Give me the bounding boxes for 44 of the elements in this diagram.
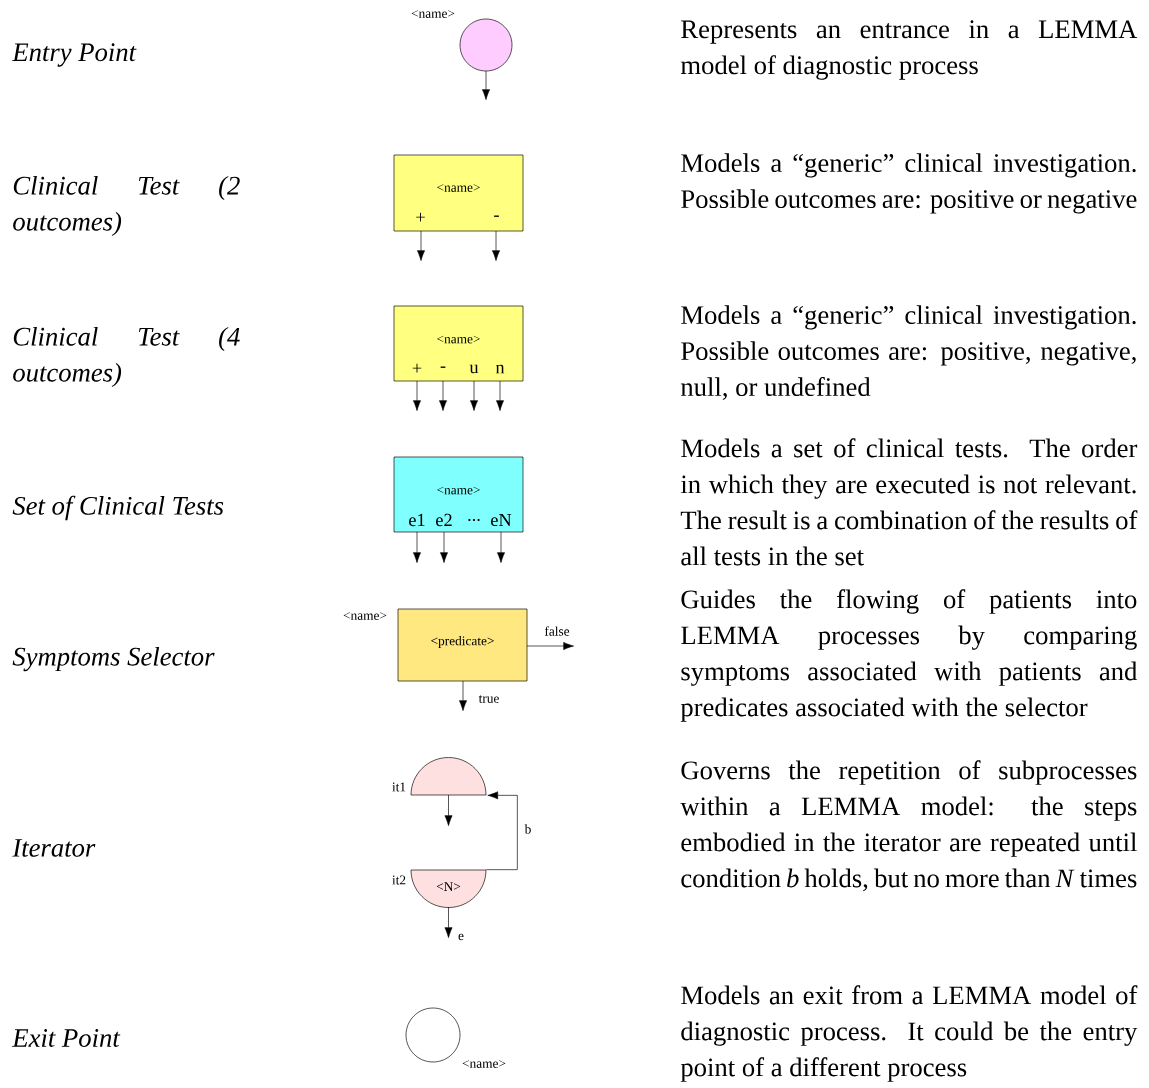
row-title: Iterator — [12, 839, 96, 857]
name-label: <name> — [462, 1060, 506, 1068]
arrow — [486, 791, 518, 870]
name-label: <name> — [411, 10, 455, 18]
description-text: Governs the repetition of subprocesses within a LEMMA model: the steps embodied in the iterator are repeated until condition b holds, but no more than N times — [680, 760, 1137, 892]
terminal-circle — [459, 18, 513, 72]
description-text: Models an exit from a LEMMA model of diagnostic process. It could be the entry point of a different process — [680, 985, 1138, 1082]
arrow — [413, 531, 421, 563]
edge-label: e — [456, 932, 466, 942]
edge-label: b — [523, 822, 533, 836]
process-box: <name> + - u n — [393, 305, 524, 382]
row-title: Clinical Test (4 outcomes) — [13, 326, 240, 388]
process-box: <name> e1 e2 ... eN — [393, 456, 524, 533]
edge-label: true — [476, 693, 502, 705]
arrow — [470, 380, 478, 411]
row-title: Clinical Test (2 outcomes) — [13, 175, 240, 237]
arrow — [444, 794, 453, 826]
arrow — [496, 380, 504, 411]
arrow — [482, 70, 490, 100]
arrow — [417, 230, 425, 261]
process-box: <predicate> — [397, 608, 528, 682]
arrow — [526, 642, 574, 650]
arrow — [413, 380, 421, 411]
process-box: <name> + - — [393, 154, 524, 232]
name-label: it2 — [392, 875, 406, 885]
name-label: it1 — [392, 782, 406, 792]
description-text: Models a “generic” clinical investigation. Possible outcomes are: positive or negative — [681, 153, 1137, 214]
row-title: Entry Point — [12, 43, 137, 67]
terminal-circle — [405, 1007, 461, 1063]
description-text: Models a “generic” clinical investigation. Possible outcomes are: positive, negative, null, or undefined — [680, 305, 1136, 400]
edge-label: false — [542, 624, 572, 638]
arrow — [459, 680, 467, 711]
arrow — [440, 531, 448, 563]
description-text: Guides the flowing of patients into LEMMA processes by comparing symptoms associated with patients and predicates associated with the selector — [680, 589, 1138, 722]
arrow — [497, 531, 505, 563]
row-title: Symptoms Selector — [12, 646, 215, 672]
name-label: <name> — [343, 612, 387, 620]
arrow — [444, 906, 453, 938]
description-text: Represents an entrance in a LEMMA model of diagnostic process — [680, 20, 1138, 80]
row-title: Set of Clinical Tests — [12, 495, 224, 521]
arrow — [439, 380, 447, 411]
row-title: Exit Point — [12, 1029, 121, 1047]
arrow — [492, 230, 500, 261]
description-text: Models a set of clinical tests. The order in which they are executed is not relevant. The result is a combination of the results of all tests in the set — [680, 438, 1138, 566]
